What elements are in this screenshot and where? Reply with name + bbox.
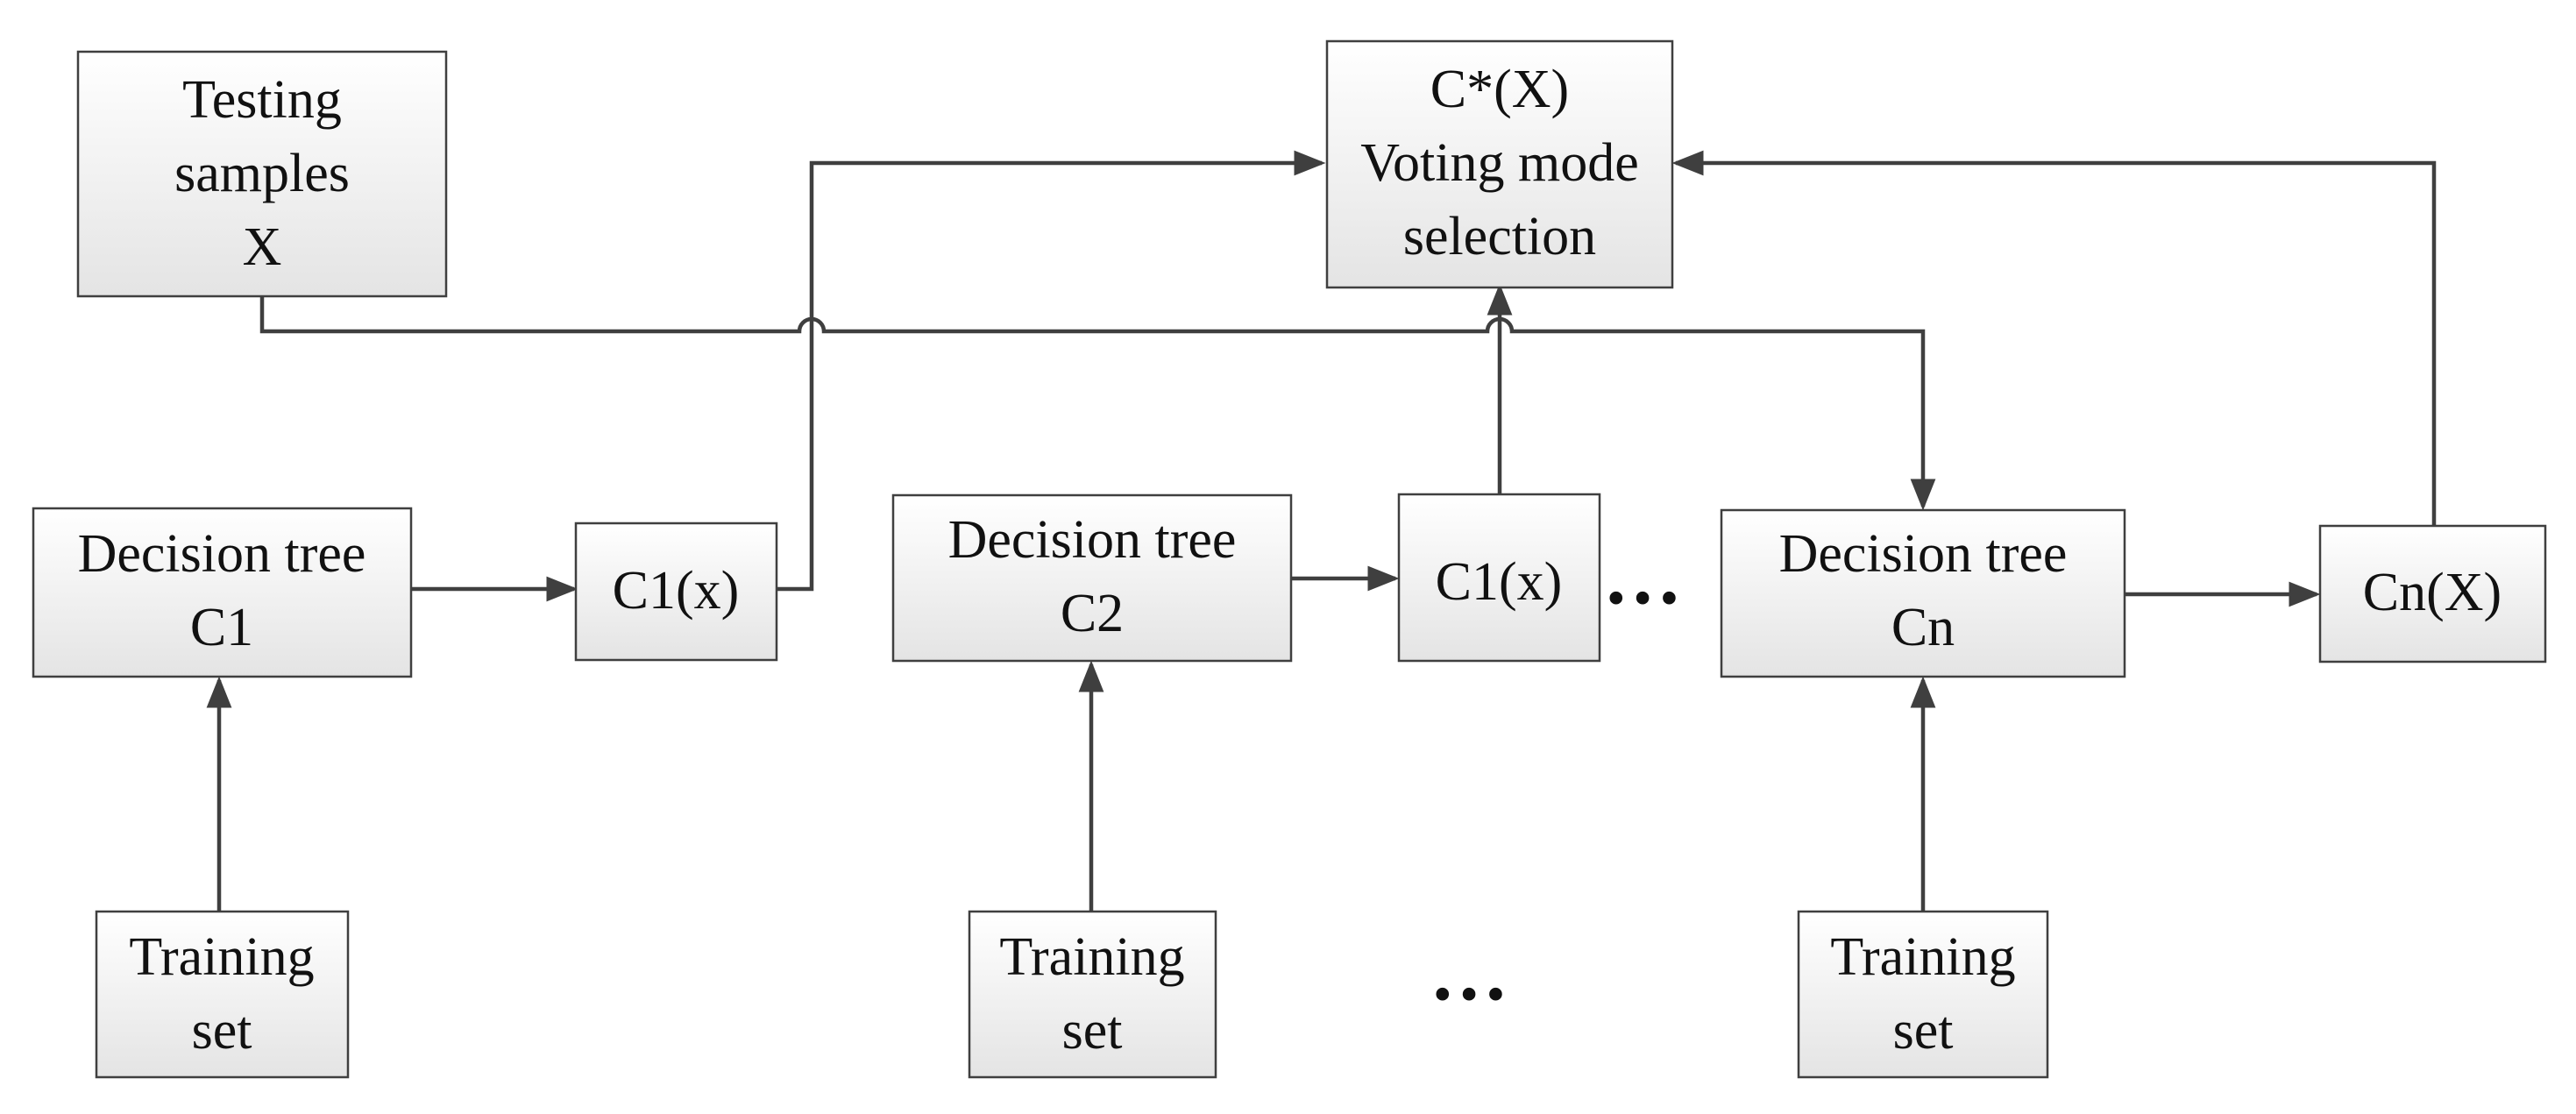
output-1-box: C1(x): [574, 522, 778, 662]
voting-line-2: Voting mode: [1360, 133, 1638, 193]
decision-tree-1-box: Decision tree C1: [32, 507, 413, 678]
tree-n-line-1: Decision tree: [1779, 524, 2068, 584]
tree-1-line-2: C1: [190, 598, 253, 657]
output-n-label: Cn(X): [2363, 563, 2501, 622]
training-n-line-2: set: [1893, 1001, 1954, 1061]
output-2-label: C1(x): [1436, 552, 1563, 612]
output-n-box: Cn(X): [2318, 524, 2547, 663]
output-1-to-voting-connector: [777, 150, 1326, 592]
training-1-line-2: set: [192, 1001, 252, 1061]
decision-tree-n-box: Decision tree Cn: [1720, 508, 2126, 678]
testing-samples-line-1: Testing: [182, 70, 342, 130]
testing-samples-line-2: samples: [174, 144, 350, 203]
output-2-box: C1(x): [1397, 493, 1601, 663]
tree-2-line-2: C2: [1061, 584, 1124, 643]
training-1-line-1: Training: [129, 927, 314, 987]
training-set-n-box: Training set: [1797, 910, 2049, 1079]
tree-1-line-1: Decision tree: [78, 524, 366, 584]
tree-n-line-2: Cn: [1891, 598, 1955, 657]
tree-2-line-1: Decision tree: [948, 510, 1237, 570]
bottom-ellipsis: …: [1430, 930, 1508, 1017]
voting-line-1: C*(X): [1430, 60, 1569, 119]
middle-ellipsis: …: [1603, 534, 1682, 621]
testing-to-tree-n-connector: [259, 296, 1936, 511]
training-n-line-1: Training: [1830, 927, 2015, 987]
training-2-line-1: Training: [999, 927, 1184, 987]
output-1-label: C1(x): [613, 561, 740, 621]
decision-tree-2-box: Decision tree C2: [891, 493, 1293, 663]
training-set-2-box: Training set: [968, 910, 1217, 1079]
voting-mode-box: C*(X) Voting mode selection: [1325, 39, 1674, 289]
testing-samples-line-3: X: [243, 217, 282, 277]
training-2-line-2: set: [1062, 1001, 1123, 1061]
output-n-to-voting-connector: [1671, 150, 2437, 526]
voting-line-3: selection: [1403, 207, 1596, 266]
training-set-1-box: Training set: [95, 910, 350, 1079]
testing-samples-box: Testing samples X: [76, 50, 448, 298]
